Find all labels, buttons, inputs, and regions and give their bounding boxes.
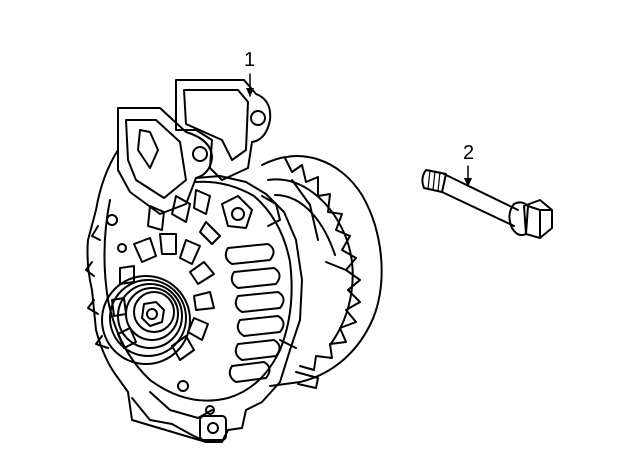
mounting-foot-bottom (131, 397, 207, 443)
callout-1-leader (246, 73, 254, 97)
alternator-rear-fins (284, 157, 361, 371)
mounting-bolt (421, 169, 553, 239)
callout-number-2: 2 (463, 142, 475, 164)
alternator-stator-band (267, 178, 354, 346)
mounting-ear-top (175, 79, 272, 181)
bolt-flange (508, 201, 529, 237)
alternator (85, 79, 383, 443)
mounting-ear-left-hole (192, 146, 208, 162)
front-frame-vents (224, 243, 285, 383)
callout-number-1: 1 (244, 49, 256, 71)
alternator-pulley (101, 275, 191, 365)
pulley-radial-vents (111, 233, 215, 361)
bolt-hex-head (523, 199, 553, 239)
callout-2-leader (464, 165, 472, 187)
alternator-rear-housing (261, 155, 383, 387)
mounting-ear-left (117, 107, 213, 215)
bolt-thread-tip (421, 169, 447, 193)
pulley-nut (141, 301, 165, 327)
bolt-shank (441, 173, 519, 227)
mounting-ear-hole (250, 110, 266, 126)
